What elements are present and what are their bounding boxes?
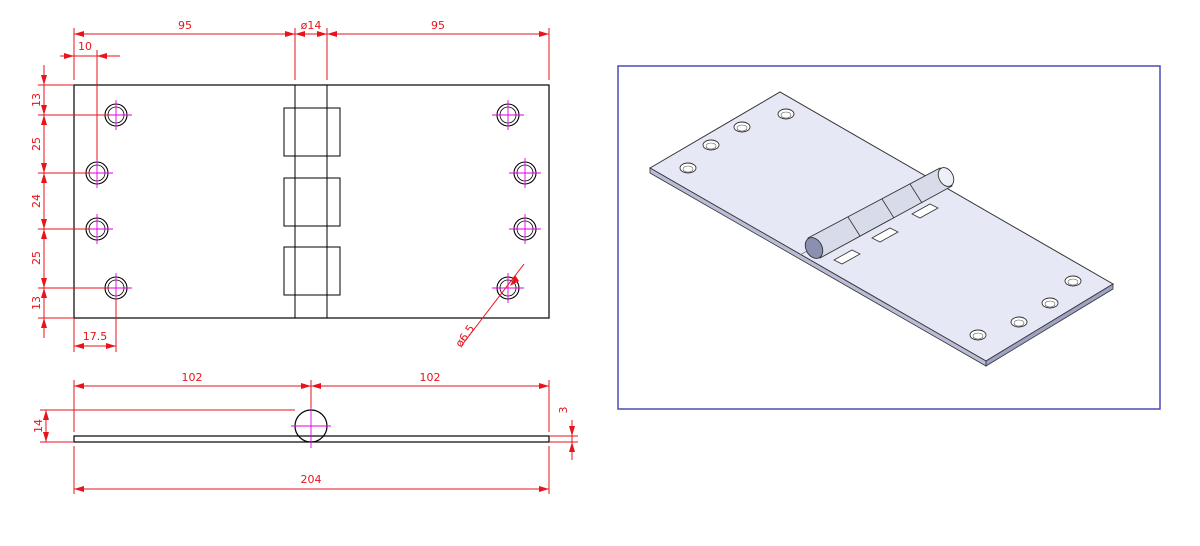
dim-spacing-4: 25 xyxy=(30,251,43,265)
dim-spacing-2: 25 xyxy=(30,137,43,151)
knuckle-2 xyxy=(283,177,341,227)
dim-overall: 204 xyxy=(301,473,322,486)
hole-right-3 xyxy=(509,214,541,244)
isometric-view xyxy=(617,65,1161,410)
dim-hole-diameter-text: ø6.5 xyxy=(453,322,478,349)
dim-offset-10-text: 10 xyxy=(78,40,92,53)
dim-hole-offset-10: 10 xyxy=(60,40,120,160)
hole-right-2 xyxy=(509,158,541,188)
knuckle-3 xyxy=(283,246,341,296)
hole-right-4 xyxy=(492,273,524,303)
top-dimension-chain: 95 ø14 95 xyxy=(73,19,550,80)
dim-barrel-diameter: ø14 xyxy=(301,19,322,32)
dim-spacing-5: 13 xyxy=(30,296,43,310)
side-plate xyxy=(73,435,550,443)
dim-hole-diameter: ø6.5 xyxy=(453,263,525,350)
knuckle-1 xyxy=(283,107,341,157)
dim-right-half: 102 xyxy=(420,371,441,384)
left-vertical-dimensions: 13 25 24 25 13 xyxy=(30,65,110,338)
dim-spacing-3: 24 xyxy=(30,194,43,208)
iso-plate-side xyxy=(985,283,1114,367)
dim-height: 14 xyxy=(32,419,45,433)
dim-left-width: 95 xyxy=(178,19,192,32)
mounting-holes xyxy=(81,100,541,303)
dim-spacing-1: 13 xyxy=(30,93,43,107)
top-view: 95 ø14 95 10 xyxy=(30,19,550,352)
iso-barrel xyxy=(804,167,955,259)
hole-right-1 xyxy=(492,100,524,130)
plate-outline xyxy=(73,84,550,319)
side-view: 102 102 204 14 3 xyxy=(32,371,578,494)
dim-left-half: 102 xyxy=(182,371,203,384)
dim-right-width: 95 xyxy=(431,19,445,32)
dim-offset-17-5-text: 17.5 xyxy=(83,330,108,343)
iso-holes xyxy=(679,108,1082,341)
dim-thickness: 3 xyxy=(557,407,570,414)
dim-hole-offset-17-5: 17.5 xyxy=(73,300,117,352)
